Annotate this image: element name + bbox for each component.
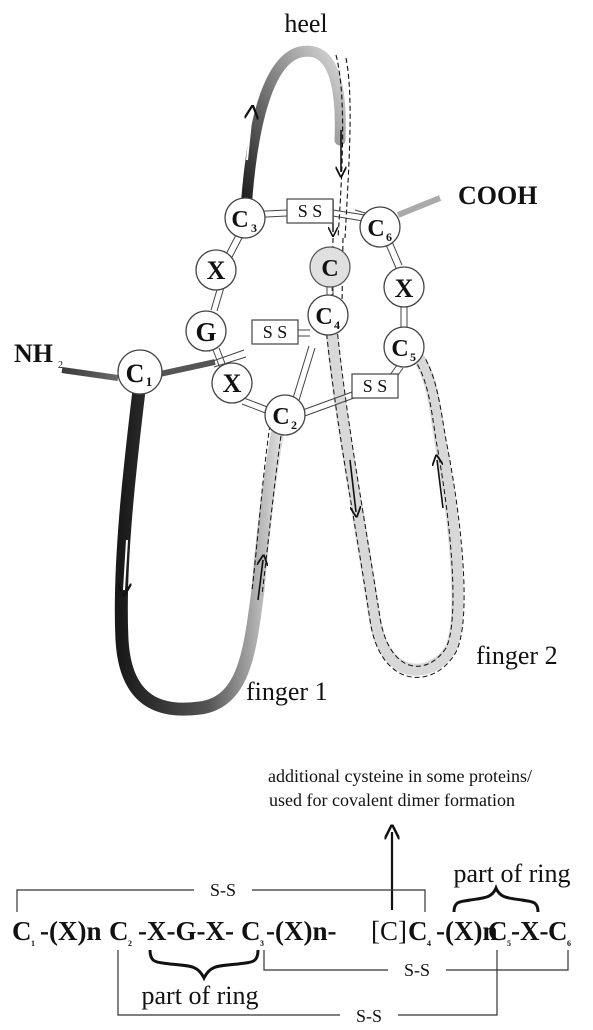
part-of-ring-bottom-label: part of ring	[142, 981, 259, 1010]
svg-text:C: C	[126, 359, 145, 388]
additional-note-line1: additional cysteine in some proteins/	[268, 766, 532, 786]
node-x-bottom: X	[212, 363, 252, 403]
finger1-label: finger 1	[246, 677, 328, 706]
svg-text:-X-G-X-: -X-G-X-	[138, 916, 234, 946]
svg-text:-(X)n-: -(X)n-	[266, 916, 336, 946]
brace-top	[454, 888, 538, 912]
node-c6: C 6	[360, 207, 400, 247]
node-c4: C 4	[308, 295, 348, 335]
svg-text:G: G	[195, 317, 216, 347]
svg-text:5: 5	[410, 350, 416, 364]
brace-bottom	[150, 950, 258, 978]
svg-text:X: X	[395, 274, 414, 303]
svg-text:1: 1	[31, 939, 35, 948]
svg-text:-X-: -X-	[511, 916, 548, 946]
svg-text:S S: S S	[298, 201, 323, 221]
heel-label: heel	[284, 9, 327, 38]
node-c1: C 1	[118, 350, 162, 394]
node-c5: C 5	[384, 327, 424, 367]
node-c2: C 2	[265, 395, 305, 435]
svg-text:C: C	[367, 216, 384, 242]
svg-text:-(X)n: -(X)n	[40, 916, 102, 946]
svg-text:3: 3	[251, 221, 257, 235]
svg-text:C: C	[315, 304, 332, 330]
svg-text:1: 1	[146, 374, 153, 389]
svg-text:C: C	[391, 336, 408, 362]
svg-text:C: C	[231, 207, 248, 233]
part-of-ring-top-label: part of ring	[454, 859, 571, 888]
svg-text:C: C	[488, 916, 508, 946]
svg-text:4: 4	[427, 939, 431, 948]
node-c3: C 3	[225, 198, 265, 238]
node-x-right: X	[384, 267, 424, 307]
svg-text:C: C	[272, 404, 289, 430]
svg-text:[C]: [C]	[371, 916, 407, 946]
svg-text:X: X	[207, 256, 226, 285]
svg-text:2: 2	[291, 418, 297, 432]
svg-text:C: C	[241, 916, 261, 946]
svg-text:6: 6	[386, 230, 392, 244]
ss-box-right: S S	[352, 374, 398, 398]
svg-text:6: 6	[567, 939, 571, 948]
ss-label-c2-c5: S-S	[356, 1006, 382, 1026]
svg-text:4: 4	[334, 318, 340, 332]
additional-note-line2: used for covalent dimer formation	[269, 790, 515, 810]
svg-text:2: 2	[128, 939, 132, 948]
svg-text:C: C	[548, 916, 568, 946]
svg-text:C: C	[408, 916, 428, 946]
node-g: G	[186, 311, 226, 351]
sequence-line: C 1 -(X)n C 2 -X-G-X- C 3 -(X)n- [C] C 4…	[12, 916, 571, 948]
svg-text:C: C	[12, 916, 32, 946]
ss-box-top: S S	[287, 199, 333, 223]
svg-text:S S: S S	[363, 376, 388, 396]
nh-label: NH	[14, 339, 53, 368]
cooh-tail	[398, 198, 440, 215]
finger2-label: finger 2	[476, 641, 558, 670]
ss-box-middle: S S	[252, 320, 298, 344]
svg-text:C: C	[321, 256, 338, 282]
ss-label-c3-c6: S-S	[404, 960, 430, 980]
svg-text:3: 3	[260, 939, 264, 948]
nh2-tail	[62, 370, 118, 378]
nh-subscript: 2	[58, 360, 63, 371]
ss-label-c1-c4: S-S	[210, 880, 236, 900]
svg-text:S S: S S	[263, 322, 288, 342]
node-x-top: X	[196, 250, 236, 290]
finger1-strand	[121, 382, 280, 709]
svg-text:C: C	[109, 916, 129, 946]
heel-loop-strand	[246, 51, 340, 210]
cooh-label: COOH	[458, 181, 537, 210]
svg-text:X: X	[223, 369, 242, 398]
node-c-extra: C	[310, 247, 350, 287]
